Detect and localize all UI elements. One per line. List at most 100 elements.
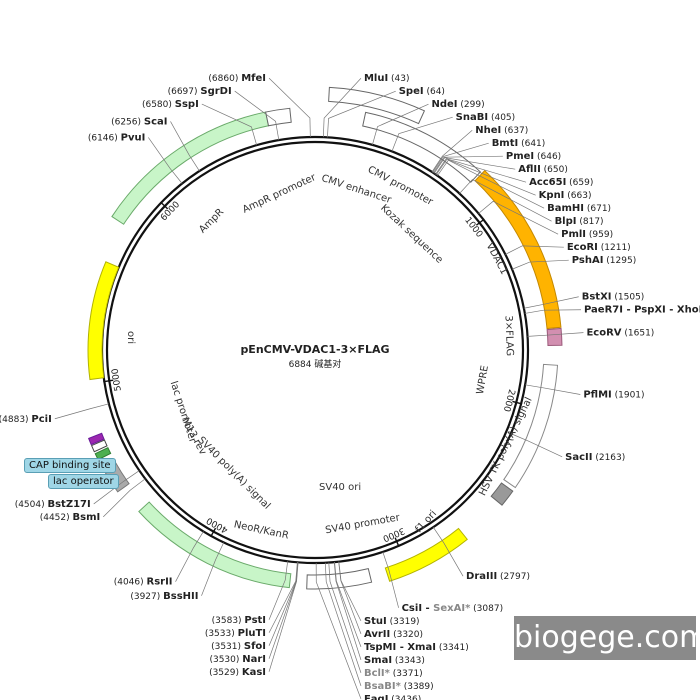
wpre-label: WPRE [475, 365, 491, 396]
site-leader-nhei [431, 129, 473, 173]
lac-operator-callout: lac operator [48, 474, 119, 489]
site-name-ecorv: EcoRV [586, 328, 621, 339]
site-pos-kpni: (663) [564, 191, 591, 201]
site-pos-bmti: (641) [518, 139, 545, 149]
site-name-acc65i: Acc65I [529, 177, 566, 188]
site-leader-mfei [268, 77, 311, 138]
site-pos-sacii: (2163) [592, 453, 625, 463]
site-name-ecori: EcoRI [567, 242, 598, 253]
lacprom-label: lac promoter [168, 380, 199, 445]
site-pos-nari: (3530) [209, 655, 242, 665]
site-leader-bsmi [102, 478, 146, 518]
site-pos-csii: (3087) [470, 604, 503, 614]
site-pos-stui: (3319) [387, 617, 420, 627]
site-leader-bstz17i [93, 470, 140, 505]
plasmid-name: pEnCMV-VDAC1-3×FLAG [240, 343, 389, 356]
site-leader-eagi [315, 562, 362, 699]
site-label-aflii: AflII (650) [518, 164, 568, 175]
site-name-paer7i: PaeR7I - PspXI - XhoI [584, 305, 700, 316]
feature-sv40-promoter [306, 567, 373, 590]
site-label-pmei: PmeI (646) [506, 151, 561, 162]
site-leader-bmti [432, 142, 489, 173]
site-label-sgrdi: (6697) SgrDI [168, 86, 232, 97]
site-pos-sgrdi: (6697) [168, 87, 201, 97]
site-pos-spei: (64) [424, 87, 445, 97]
site-label-snabi: SnaBI (405) [456, 112, 515, 123]
site-leader-pflmi [525, 384, 581, 395]
feature-wpre [503, 363, 559, 489]
site-pos-pmli: (959) [586, 230, 613, 240]
site-label-bmti: BmtI (641) [492, 138, 546, 149]
site-label-paer7i: PaeR7I - PspXI - XhoI (1532) [584, 305, 700, 316]
site-pos-smai: (3343) [392, 656, 425, 666]
site-pos-sspi: (6580) [142, 100, 175, 110]
site-pos-ecorv: (1651) [622, 329, 655, 339]
site-name-bsmi: BsmI [73, 512, 101, 523]
site-leader-sacii [510, 433, 563, 458]
site-label-pvui: (6146) PvuI [88, 132, 145, 143]
site-leader-kpni [435, 158, 536, 196]
site-label-avrii: AvrII (3320) [364, 629, 423, 640]
site-label-pflmi: PflMI (1901) [583, 389, 644, 400]
site-name-nhei: NheI [475, 125, 501, 136]
site-name-bsshii: BssHII [163, 591, 198, 602]
site-label-pcii: (4883) PciI [0, 414, 52, 425]
feature-cmv-promoter [362, 111, 482, 183]
site-label-bsshii: (3927) BssHII [130, 591, 198, 602]
site-label-ecorv: EcoRV (1651) [586, 328, 654, 339]
ampr-label: AmpR [197, 207, 226, 236]
site-name-csii: SexAI* [433, 603, 471, 614]
site-leader-pluti [268, 562, 298, 633]
feature-lac-promoter [90, 439, 108, 453]
site-label-smai: SmaI (3343) [364, 655, 425, 666]
tick-5000 [103, 379, 114, 383]
site-pos-avrii: (3320) [390, 630, 423, 640]
site-pos-tspmi: (3341) [436, 643, 469, 653]
site-name-kasi: KasI [242, 667, 266, 678]
site-pos-pflmi: (1901) [612, 390, 645, 400]
site-label-tspmi: TspMI - XmaI (3341) [364, 642, 469, 653]
tick-3000 [394, 537, 400, 548]
site-leader-psti [268, 561, 289, 620]
site-label-draiii: DraIII (2797) [466, 571, 530, 582]
site-name-psti: PstI [244, 615, 266, 626]
site-name-kpni: KpnI [539, 190, 565, 201]
site-leader-pvui [148, 137, 183, 184]
site-label-bstxi: BstXI (1505) [582, 292, 645, 303]
site-name-scai: ScaI [144, 116, 168, 127]
tick-2000 [512, 400, 523, 405]
site-leader-pmli [478, 200, 559, 235]
tick-label-4000: 4000 [205, 515, 230, 535]
tick-label-1000: 1000 [462, 216, 484, 240]
site-label-rsrii: (4046) RsrII [114, 577, 173, 588]
site-label-mlui: MluI (43) [364, 73, 410, 84]
site-leader-pcii [54, 403, 110, 420]
site-pos-nhei: (637) [501, 126, 528, 136]
feature-hsv-tk-polya [490, 482, 514, 506]
site-label-kpni: KpnI (663) [539, 190, 592, 201]
site-name-pvui: PvuI [121, 132, 146, 143]
feature-ori [87, 261, 120, 381]
site-pos-bstxi: (1505) [612, 293, 645, 303]
site-pos-psti: (3583) [212, 616, 245, 626]
site-label-bsmi: (4452) BsmI [40, 512, 101, 523]
site-pos-pmei: (646) [534, 152, 561, 162]
sv40polya-label: SV40 poly(A) signal [195, 435, 272, 512]
sites-layer: (6860) MfeI(6697) SgrDI(6580) SspI(6256)… [0, 73, 700, 700]
site-name-sacii: SacII [565, 452, 592, 463]
features-layer [87, 86, 563, 590]
site-leader-scai [170, 121, 200, 172]
site-name-pcii: PciI [31, 414, 51, 425]
site-leader-rsrii [175, 531, 204, 582]
tick-label-3000: 3000 [381, 525, 406, 543]
backbone-inner-ring [105, 140, 525, 560]
site-leader-mlui [323, 77, 362, 138]
site-name-sgrdi: SgrDI [200, 86, 231, 97]
site-name-snabi: SnaBI [456, 112, 488, 123]
tick-label-5000: 5000 [111, 367, 124, 391]
site-pos-rsrii: (4046) [114, 578, 147, 588]
tick-6000 [159, 201, 169, 210]
site-leader-sfoi [268, 562, 299, 646]
site-name-pshai: PshAI [572, 255, 604, 266]
